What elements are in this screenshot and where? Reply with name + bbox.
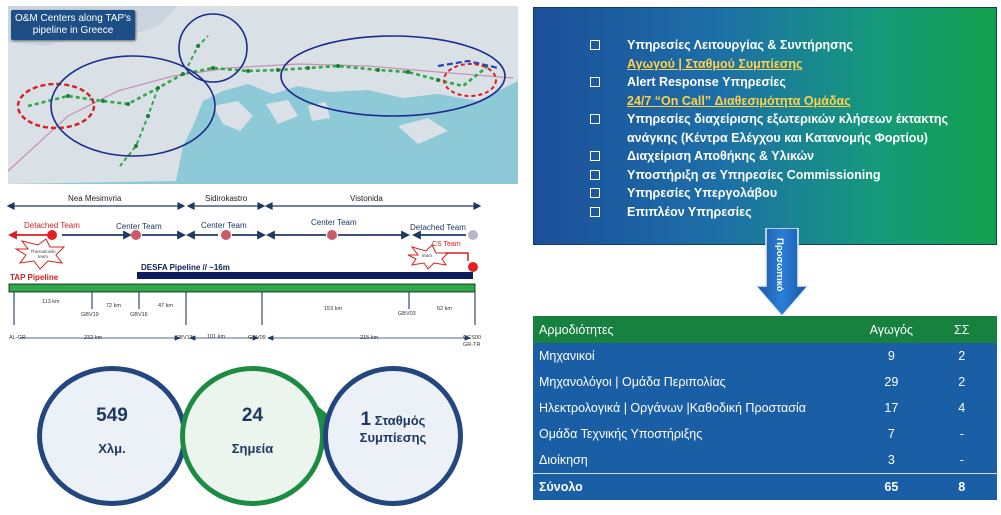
down-arrow-icon — [755, 228, 809, 318]
distance-3: 47 km — [158, 303, 173, 309]
station-gbv19: GBV19 — [81, 312, 99, 318]
table-row: Διοίκηση 3 - — [533, 447, 997, 474]
table-total-row: Σύνολο 65 8 — [533, 473, 997, 500]
section-sidirokastro: Sidirokastro — [205, 194, 248, 203]
tap-pipeline-label: TAP Pipeline — [10, 273, 59, 282]
table-row: Ομάδα Τεχνικής Υποστήριξης 7 - — [533, 421, 997, 447]
station-al-gr: AL-GR — [9, 335, 26, 341]
burst-label-right: team — [422, 253, 433, 258]
table-row: Μηχανολόγοι | Ομάδα Περιπολίας 29 2 — [533, 369, 997, 395]
checkbox-icon — [590, 40, 600, 50]
checkbox-icon — [590, 206, 600, 217]
burst-label-left: Thessaloniki team — [30, 249, 56, 259]
table-header-row: Αρμοδιότητες Αγωγός ΣΣ — [533, 316, 997, 343]
schematic-lines — [6, 202, 482, 341]
checkbox-icon — [590, 188, 600, 198]
station-gbv09: GBV09 — [248, 335, 266, 341]
circle-station-label-2: Συμπίεσης — [359, 430, 427, 445]
checkbox-icon — [590, 151, 600, 161]
service-item: Υποστήριξη σε Υπηρεσίες Commissioning — [590, 166, 948, 185]
section-vistonida: Vistonida — [350, 194, 383, 203]
station-gbv16: GBV16 — [130, 312, 148, 318]
circle-points: 24 Σημεία — [180, 366, 325, 506]
team-center-2: Center Team — [201, 221, 247, 230]
service-item: Υπηρεσίες διαχείρισης εξωτερικών κλήσεων… — [590, 110, 948, 147]
distance-4: 153 km — [324, 306, 343, 312]
circle-points-value: 24 — [241, 405, 264, 426]
header-pipeline: Αγωγός — [856, 316, 927, 343]
desfa-pipeline-label: DESFA Pipeline // ~16m — [141, 263, 230, 272]
span-1: 232 km — [84, 335, 103, 341]
table-row: Ηλεκτρολογικά | Οργάνων |Καθοδική Προστα… — [533, 395, 997, 421]
checkbox-icon — [590, 169, 600, 180]
span-2: 101 km — [207, 334, 226, 340]
span-3: 215 km — [360, 335, 379, 341]
distance-1: 113 km — [42, 299, 60, 305]
checkbox-icon — [590, 114, 600, 124]
team-center-3: Center Team — [311, 218, 357, 227]
team-center-1: Center Team — [116, 222, 162, 231]
circle-km-label: Χλμ. — [98, 441, 126, 456]
distance-5: 62 km — [437, 306, 452, 312]
checkbox-icon — [590, 77, 600, 87]
service-item: Επιπλέον Υπηρεσίες — [590, 203, 948, 222]
team-cs: CS Team — [432, 241, 461, 248]
team-detached-right: Detached Team — [410, 223, 466, 232]
map-title: O&M Centers along TAP's pipeline in Gree… — [11, 10, 135, 40]
pipeline-schematic: Nea Mesimvria Sidirokastro Vistonida Det… — [0, 185, 505, 348]
circle-station-label: Σταθμός — [374, 413, 426, 428]
staff-arrow-label: Προσωπικό — [774, 238, 785, 292]
station-gcs00: GCS00 GR-TR — [463, 335, 482, 348]
header-role: Αρμοδιότητες — [533, 316, 857, 343]
station-gbv13: GBV13 — [175, 335, 193, 341]
header-cs: ΣΣ — [926, 316, 997, 343]
circle-points-label: Σημεία — [231, 441, 274, 456]
staff-table: Αρμοδιότητες Αγωγός ΣΣ Μηχανικοί 9 2 Μηχ… — [533, 316, 997, 500]
table-row: Μηχανικοί 9 2 — [533, 343, 997, 369]
circle-station: 1 Σταθμός Συμπίεσης — [323, 366, 463, 506]
distance-2: 72 km — [106, 303, 121, 309]
service-item: Διαχείριση Αποθήκης & Υλικών — [590, 147, 948, 166]
service-item: Υπηρεσίες Υπεργολάβου — [590, 184, 948, 203]
circle-km-value: 549 — [96, 405, 128, 426]
circle-km: 549 Χλμ. — [37, 366, 187, 506]
station-gbv03: GBV03 — [398, 311, 416, 317]
section-nea-mesimvria: Nea Mesimvria — [68, 194, 122, 203]
team-detached-left: Detached Team — [24, 221, 80, 230]
circle-station-value: 1 — [360, 409, 372, 430]
